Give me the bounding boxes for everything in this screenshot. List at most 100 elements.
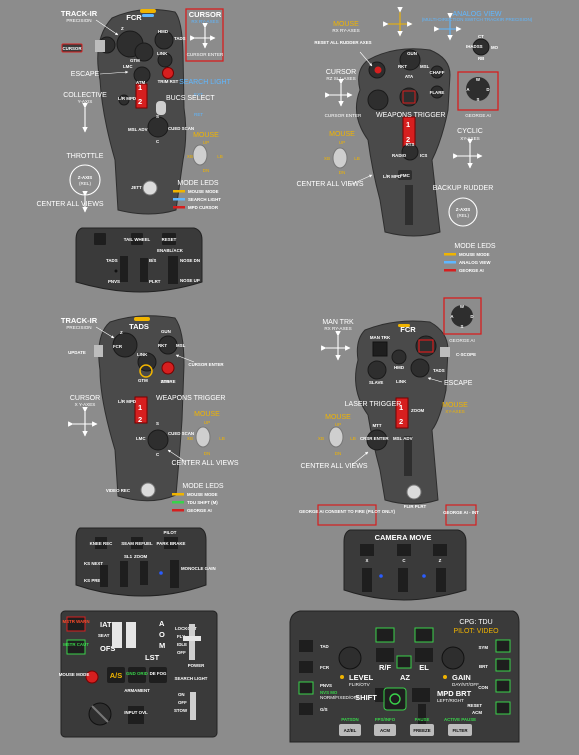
mouse-mode-button[interactable] — [85, 670, 99, 684]
weapon-select-hat-3[interactable] — [158, 335, 178, 355]
svg-text:KNEE REC: KNEE REC — [90, 541, 114, 546]
search-light-switch[interactable] — [156, 101, 166, 115]
cued-scan-hat[interactable] — [147, 116, 169, 138]
freeze-button[interactable]: FREEZE — [413, 728, 430, 733]
svg-text:Z-AXIS: Z-AXIS — [78, 175, 92, 180]
svg-text:STOW: STOW — [174, 708, 188, 713]
svg-text:(REL): (REL) — [457, 213, 469, 218]
svg-text:Z: Z — [121, 26, 124, 31]
video-record-button[interactable] — [140, 482, 156, 498]
cursor-hat[interactable] — [367, 89, 389, 111]
svg-text:MO: MO — [491, 45, 499, 50]
svg-text:RESET: RESET — [162, 237, 177, 242]
svg-text:MSL ADV: MSL ADV — [393, 436, 413, 441]
reset-rudder-button[interactable] — [374, 66, 382, 74]
svg-text:DN: DN — [339, 170, 346, 175]
svg-text:LMC: LMC — [123, 64, 133, 69]
weapons-trigger-3[interactable] — [134, 396, 148, 424]
ihadss-hat[interactable] — [472, 38, 490, 56]
svg-text:FCR: FCR — [400, 325, 416, 334]
svg-text:RZ SL1-AXES: RZ SL1-AXES — [326, 76, 355, 81]
svg-text:(MULTI-DIRECTION SWITCH TRACKI: (MULTI-DIRECTION SWITCH TRACKIR PRECISIO… — [422, 17, 533, 22]
svg-text:MSTR WARN: MSTR WARN — [62, 619, 89, 624]
chaff-button[interactable] — [430, 65, 444, 79]
svg-text:GTM: GTM — [130, 58, 140, 63]
led-mouse-mode — [140, 9, 156, 13]
nose-trim-switch[interactable] — [168, 256, 178, 284]
svg-text:RADIO: RADIO — [392, 153, 407, 158]
weapon-select-hat[interactable] — [399, 49, 421, 71]
store-button[interactable] — [161, 361, 175, 375]
svg-text:MPD BRT: MPD BRT — [437, 689, 472, 698]
svg-text:FLARE: FLARE — [430, 90, 445, 95]
svg-text:NVS MO: NVS MO — [320, 690, 338, 695]
svg-text:NOSE DN: NOSE DN — [180, 258, 200, 263]
acm-button[interactable]: ACM — [380, 728, 390, 733]
mouse-wheel[interactable] — [192, 144, 208, 166]
pnvs-switch[interactable] — [120, 256, 128, 282]
svg-text:S: S — [156, 114, 159, 119]
svg-text:R/F: R/F — [379, 663, 392, 672]
svg-text:2: 2 — [138, 97, 142, 106]
svg-text:FPS/INFO: FPS/INFO — [375, 717, 396, 722]
svg-text:C-SCOPE: C-SCOPE — [456, 352, 476, 357]
svg-text:ACTIVE PAUSE: ACTIVE PAUSE — [444, 717, 476, 722]
svg-text:CON: CON — [478, 685, 488, 690]
svg-text:TADS: TADS — [129, 322, 149, 331]
svg-text:TRIM RST: TRIM RST — [158, 79, 179, 84]
grip-cyclic-cpg: MAN TRK RX RY-AXES FCR MAN TRK HMD TADS … — [299, 297, 482, 526]
azel-button[interactable]: AZ/EL — [344, 728, 357, 733]
svg-text:XY-AXES: XY-AXES — [460, 136, 480, 141]
svg-text:ATA: ATA — [161, 379, 170, 384]
cursor-side-knob[interactable] — [95, 40, 105, 52]
svg-text:ZOOM: ZOOM — [134, 554, 148, 559]
svg-text:C: C — [156, 139, 160, 144]
svg-text:G/S: G/S — [320, 707, 328, 712]
svg-text:SYM: SYM — [478, 645, 488, 650]
hmd-button[interactable] — [154, 30, 174, 50]
mouse-wheel-2[interactable] — [332, 147, 348, 169]
tail-wheel-button[interactable] — [131, 233, 143, 245]
bs-switch[interactable] — [140, 258, 148, 282]
mouse-wheel-3[interactable] — [195, 426, 211, 448]
gtm-hat[interactable] — [134, 42, 154, 62]
svg-text:GND ORID: GND ORID — [126, 671, 148, 676]
svg-text:CPG: TDU: CPG: TDU — [459, 619, 492, 626]
svg-text:LB: LB — [350, 436, 356, 441]
svg-text:RESET: RESET — [467, 703, 482, 708]
jettison-button[interactable] — [142, 180, 158, 196]
atm-hat[interactable] — [133, 66, 151, 84]
svg-text:FLIR PLRT: FLIR PLRT — [404, 504, 427, 509]
svg-text:KS NEXT: KS NEXT — [84, 561, 103, 566]
laser-trigger[interactable] — [395, 397, 409, 429]
reset-button[interactable] — [162, 233, 176, 245]
svg-text:IDLE: IDLE — [177, 642, 187, 647]
svg-text:OFF: OFF — [178, 700, 187, 705]
svg-text:C: C — [156, 452, 160, 457]
tads-button[interactable] — [94, 233, 106, 245]
svg-text:MOUSE: MOUSE — [329, 131, 355, 138]
bucs-select-switch[interactable] — [135, 83, 148, 109]
svg-text:A/S: A/S — [110, 671, 123, 680]
rts-hat[interactable] — [401, 143, 419, 161]
svg-text:ENABL/ACK: ENABL/ACK — [157, 248, 184, 253]
cursor-button-label[interactable]: CURSOR — [62, 46, 82, 51]
trim-reset-button[interactable] — [162, 67, 174, 79]
flare-button[interactable] — [430, 85, 444, 99]
trackir-hat-3[interactable] — [112, 332, 138, 358]
svg-text:GEORGE AI: GEORGE AI — [459, 268, 484, 273]
panel-cyclic-base-cpg: CAMERA MOVE X C Z — [343, 529, 467, 601]
svg-text:FLIR/OTV: FLIR/OTV — [349, 682, 371, 687]
svg-text:MOUSE: MOUSE — [194, 411, 220, 418]
svg-text:ICS: ICS — [420, 153, 427, 158]
svg-text:LOCKOUT: LOCKOUT — [175, 626, 197, 631]
fmc-button[interactable] — [398, 170, 412, 180]
svg-text:CUED SCAN: CUED SCAN — [168, 431, 194, 436]
cued-scan-hat-3[interactable] — [147, 429, 169, 451]
svg-text:(REL): (REL) — [79, 181, 91, 186]
filter-button[interactable]: FILTER — [452, 728, 468, 733]
link-button[interactable] — [157, 52, 173, 68]
svg-text:DE FOG: DE FOG — [150, 671, 167, 676]
